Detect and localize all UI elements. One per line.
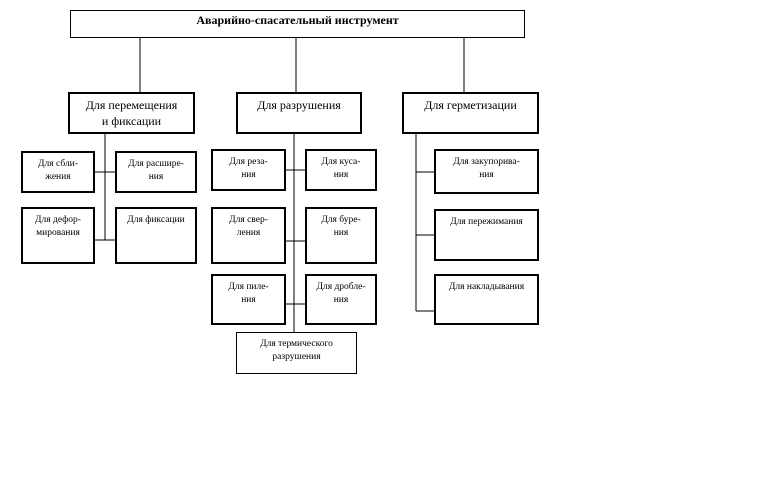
leaf-boring: Для свер- ления [211, 207, 286, 264]
leaf-biting: Для куса- ния [305, 149, 377, 191]
category-destruction: Для разрушения [236, 92, 362, 134]
leaf-clamping: Для пережимания [434, 209, 539, 261]
leaf-drilling: Для буре- ния [305, 207, 377, 264]
leaf-fixation: Для фиксации [115, 207, 197, 264]
category-movement-fixation: Для перемещения и фиксации [68, 92, 195, 134]
leaf-plugging: Для закупорива- ния [434, 149, 539, 194]
leaf-deformation: Для дефор- мирования [21, 207, 95, 264]
leaf-approach: Для сбли- жения [21, 151, 95, 193]
leaf-overlaying: Для накладывания [434, 274, 539, 325]
category-sealing: Для герметизации [402, 92, 539, 134]
leaf-crushing: Для дробле- ния [305, 274, 377, 325]
leaf-cutting: Для реза- ния [211, 149, 286, 191]
leaf-thermal-destruction: Для термического разрушения [236, 332, 357, 374]
leaf-sawing: Для пиле- ния [211, 274, 286, 325]
root-node: Аварийно-спасательный инструмент [70, 10, 525, 38]
leaf-expansion: Для расшире- ния [115, 151, 197, 193]
